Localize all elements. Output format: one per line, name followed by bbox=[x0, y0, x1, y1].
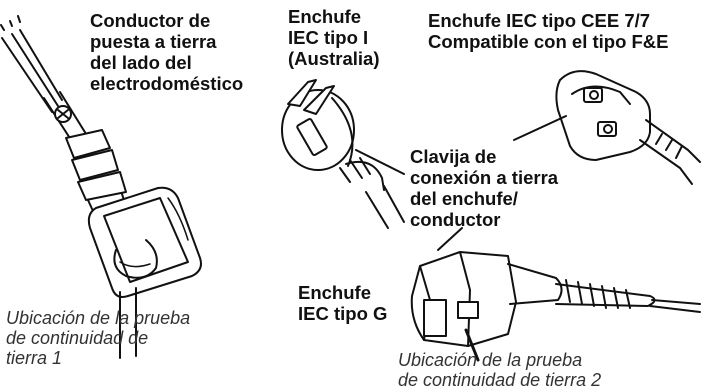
label-plug-type-g: Enchufe IEC tipo G bbox=[298, 282, 388, 324]
caption-continuity-location-2: Ubicación de la prueba de continuidad de… bbox=[398, 350, 602, 390]
plug-type-i-drawing bbox=[281, 79, 405, 229]
plug-type-g-drawing bbox=[410, 251, 701, 362]
label-appliance-ground-conductor: Conductor de puesta a tierra del lado de… bbox=[90, 10, 244, 94]
pointer-line-type-i bbox=[355, 149, 405, 175]
plug-cee77-drawing bbox=[555, 70, 701, 185]
pointer-line-type-g bbox=[437, 227, 463, 251]
caption-continuity-location-1: Ubicación de la prueba de continuidad de… bbox=[6, 308, 191, 368]
label-ground-pin: Clavija de conexión a tierra del enchufe… bbox=[410, 146, 559, 230]
label-plug-cee77: Enchufe IEC tipo CEE 7/7 Compatible con … bbox=[428, 10, 669, 52]
label-plug-type-i: Enchufe IEC tipo I (Australia) bbox=[288, 6, 380, 69]
pointer-line-cee77 bbox=[513, 115, 567, 141]
appliance-cord-drawing bbox=[0, 15, 202, 359]
